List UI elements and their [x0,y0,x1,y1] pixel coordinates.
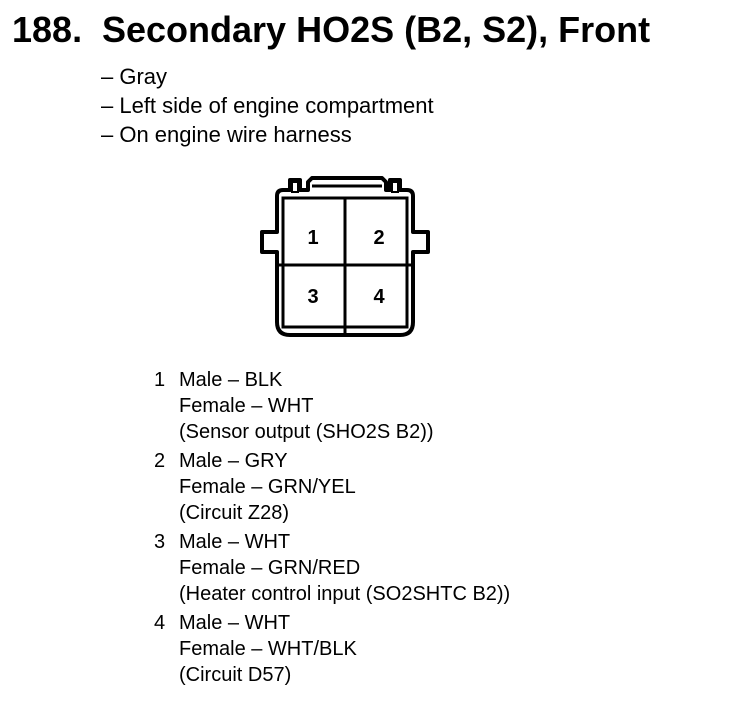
pin-entry: 2 Male – GRY Female – GRN/YEL (Circuit Z… [154,448,510,526]
info-item-location: – Left side of engine compartment [101,93,434,118]
pin-note: (Circuit D57) [179,664,292,686]
pin-male-wire: Male – GRY [179,450,288,472]
pin-note: (Circuit Z28) [179,502,290,524]
pin-note: (Heater control input (SO2SHTC B2)) [179,583,511,605]
pin-male-wire: Male – WHT [179,531,291,553]
latch-left [291,181,299,193]
title-text: Secondary HO2S (B2, S2), Front [102,9,651,50]
pin-descriptions: 1 Male – BLK Female – WHT (Sensor output… [154,367,510,691]
pin-label-2: 2 [373,227,384,249]
pin-label-1: 1 [307,227,318,249]
connector-info-list: – Gray – Left side of engine compartment… [101,62,434,149]
pin-label-4: 4 [373,286,385,308]
pin-female-wire: Female – WHT [179,395,314,417]
cavity-outline [281,196,409,329]
pin-label-3: 3 [307,286,318,308]
pin-number: 3 [154,531,166,553]
connector-diagram: 1 2 3 4 [260,176,430,337]
pin-entry: 4 Male – WHT Female – WHT/BLK (Circuit D… [154,610,510,688]
pin-male-wire: Male – BLK [179,369,283,391]
page-title: 188. Secondary HO2S (B2, S2), Front [12,8,650,52]
pin-number: 2 [154,450,166,472]
info-item-harness: – On engine wire harness [101,122,352,147]
info-item-color: – Gray [101,64,168,89]
latch-right [391,181,399,193]
pin-female-wire: Female – WHT/BLK [179,638,357,660]
pin-note: (Sensor output (SHO2S B2)) [179,421,434,443]
pin-female-wire: Female – GRN/YEL [179,476,356,498]
pin-entry: 1 Male – BLK Female – WHT (Sensor output… [154,367,510,445]
pin-number: 4 [154,612,166,634]
pin-male-wire: Male – WHT [179,612,291,634]
pin-female-wire: Female – GRN/RED [179,557,361,579]
pin-entry: 3 Male – WHT Female – GRN/RED (Heater co… [154,529,510,607]
title-number: 188. [12,9,83,50]
pin-number: 1 [154,369,166,391]
